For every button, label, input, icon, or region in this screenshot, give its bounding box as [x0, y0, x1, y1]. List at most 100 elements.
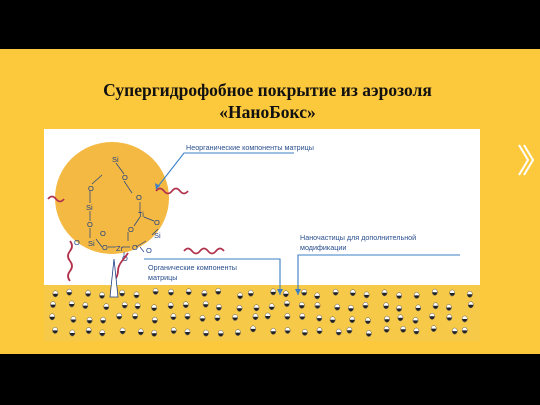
- nanoparticle-shade: [446, 307, 452, 311]
- label-inorganic-components: Неорганические компоненты матрицы: [186, 143, 314, 152]
- nanoparticle-shade: [270, 331, 276, 335]
- atom-o-7: O: [74, 238, 80, 247]
- nanoparticle-shade: [185, 332, 190, 335]
- nanoparticle-shade: [52, 330, 58, 334]
- nanoparticle-shade: [69, 333, 75, 336]
- diagram-canvas: Si O O Si O O Ti O O Si O Si O Zr O O O …: [44, 142, 480, 341]
- atom-o-2: O: [88, 184, 94, 193]
- nanoparticle-shade: [398, 317, 403, 321]
- nanoparticle-shade: [86, 330, 92, 334]
- nanoparticle-shade: [215, 291, 221, 295]
- nanoparticle-shade: [171, 330, 177, 334]
- nanoparticle-shade: [269, 306, 275, 310]
- nanoparticle-shade: [215, 317, 220, 321]
- atom-si-top: Si: [112, 155, 119, 164]
- nanoparticle-shade: [87, 320, 92, 324]
- nanoparticle-shade: [333, 292, 338, 296]
- nanoparticle-shade: [433, 305, 438, 309]
- nanoparticle-shade: [265, 316, 271, 319]
- label-organic-components-line2: матрицы: [148, 273, 177, 282]
- organic-chain-1: [155, 187, 189, 195]
- atom-o-10: O: [146, 246, 152, 255]
- nanoparticle-shade: [120, 331, 125, 334]
- nanoparticle-shade: [314, 295, 320, 299]
- nanoparticle-shade: [134, 294, 139, 298]
- nanoparticle-shade: [71, 319, 76, 323]
- nanoparticle-shade: [103, 306, 109, 310]
- nanoparticle-shade: [99, 333, 105, 336]
- nanoparticle-shade: [384, 319, 390, 323]
- nanoparticle-shade: [237, 295, 243, 299]
- label-nanoparticles-line2: модификации: [300, 243, 346, 252]
- nanoparticle-shade: [116, 316, 122, 320]
- nanoparticle-shade: [185, 316, 190, 320]
- nanoparticle-shade: [285, 330, 290, 334]
- coating-diagram: Si O O Si O O Ti O O Si O Si O Zr O O O …: [44, 129, 480, 341]
- nanoparticle-shade: [53, 293, 58, 297]
- nanoparticle-shade: [122, 305, 128, 308]
- atom-o-8: O: [102, 243, 108, 252]
- nanoparticle-shade: [468, 304, 474, 308]
- atom-zr: Zr: [116, 244, 124, 253]
- nanoparticle-shade: [203, 333, 209, 336]
- nanoparticle-shade: [69, 304, 75, 307]
- nanoparticle-shade: [100, 320, 106, 324]
- pointer-lines: [144, 152, 460, 295]
- nanoparticle-shade: [232, 317, 238, 321]
- nanoparticle-shade: [452, 331, 458, 334]
- nanoparticle-shade: [85, 293, 91, 297]
- nanoparticle-shade: [132, 316, 138, 319]
- nanoparticle-shade: [400, 329, 406, 333]
- nanoparticle-shade: [446, 317, 452, 321]
- nanoparticle-shade: [382, 292, 387, 296]
- nanoparticle-shade: [467, 294, 473, 298]
- nanoparticle-shade: [350, 292, 356, 296]
- nanoparticle-shade: [383, 305, 389, 309]
- bond-lines: [89, 162, 159, 257]
- nanoparticle-shade: [218, 333, 224, 337]
- nanoparticle-shade: [153, 291, 158, 295]
- atom-o-12: O: [100, 229, 106, 238]
- nanoparticle-shade: [202, 293, 207, 297]
- nanoparticle-shade: [349, 319, 355, 323]
- nanoparticle-shade: [384, 329, 389, 333]
- nanoparticle-shade: [330, 319, 335, 323]
- nanoparticle-shade: [414, 295, 420, 299]
- nanoparticle-shade: [366, 333, 372, 337]
- nanoparticle-shade: [183, 304, 189, 308]
- atom-o-4: O: [136, 193, 142, 202]
- label-nanoparticles-line1: Наночастицы для дополнительной: [300, 233, 416, 242]
- nanoparticle-shade: [284, 303, 290, 307]
- nanoparticle-shade: [248, 293, 254, 297]
- nanoparticle-shade: [414, 331, 419, 334]
- nanoparticle-shade: [186, 291, 192, 295]
- nanoparticle-shade: [462, 330, 468, 334]
- nanoparticle-shade: [270, 291, 276, 295]
- atom-o-6: O: [154, 218, 160, 227]
- nanoparticle-shade: [135, 306, 140, 309]
- nanoparticle-shade: [235, 332, 241, 336]
- nanoparticle-shade: [151, 333, 157, 337]
- nanoparticle-shade: [462, 319, 468, 322]
- matrix-sphere: [55, 142, 169, 254]
- nanoparticle-shade: [365, 320, 371, 324]
- nanoparticle-shade: [216, 307, 222, 311]
- anchor-pin: [109, 258, 119, 298]
- title-line-1: Супергидрофобное покрытие из аэрозоля: [103, 80, 432, 100]
- atom-si-left: Si: [86, 203, 93, 212]
- nanoparticles: [49, 287, 474, 337]
- nanoparticle-shade: [301, 292, 307, 296]
- atom-si-bottom: Si: [88, 239, 95, 248]
- atom-o-3: O: [87, 220, 93, 229]
- organic-chain-4: [47, 195, 65, 203]
- nanoparticle-shade: [316, 318, 322, 321]
- pointer-arrowheads: [155, 183, 301, 295]
- nanoparticle-shade: [50, 304, 56, 308]
- slide-title: Супергидрофобное покрытие из аэрозоля «Н…: [40, 79, 495, 123]
- title-line-2: «НаноБокс»: [219, 102, 316, 122]
- nanoparticle-shade: [315, 305, 320, 309]
- nanoparticle-shade: [413, 320, 418, 324]
- organic-chain-5: [113, 252, 129, 282]
- nanoparticle-shade: [250, 328, 256, 332]
- nanoparticle-shade: [253, 316, 258, 320]
